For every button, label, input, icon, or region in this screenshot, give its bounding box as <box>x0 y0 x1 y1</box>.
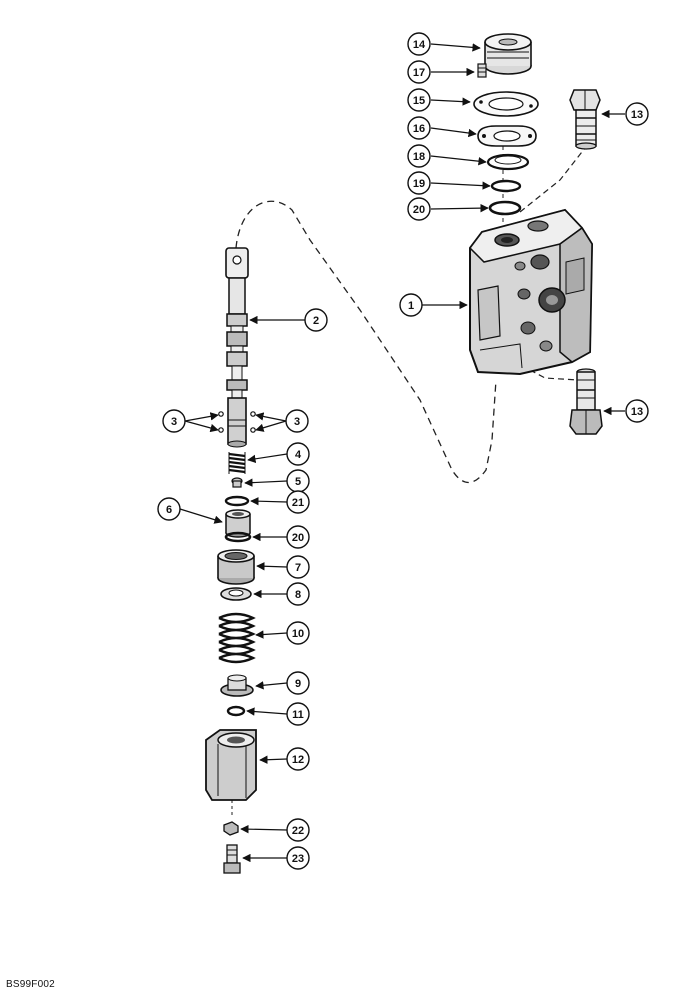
callout-23: 23 <box>286 846 310 870</box>
callout-22-label: 22 <box>292 825 304 837</box>
part-10-spring <box>218 612 256 664</box>
callout-6-label: 6 <box>166 504 172 516</box>
callout-10: 10 <box>286 621 310 645</box>
dashed-assembly-line <box>235 200 497 484</box>
callout-13-upper: 13 <box>625 102 649 126</box>
part-2-spool <box>225 247 249 448</box>
callout-15-label: 15 <box>413 95 425 107</box>
callout-12-label: 12 <box>292 754 304 766</box>
callout-20-lower: 20 <box>286 525 310 549</box>
callout-5-label: 5 <box>295 476 301 488</box>
callout-14: 14 <box>407 32 431 56</box>
callout-3-left: 3 <box>162 409 186 433</box>
callout-2-label: 2 <box>313 315 319 327</box>
callout-17-label: 17 <box>413 67 425 79</box>
callout-23-label: 23 <box>292 853 304 865</box>
callout-3-right-label: 3 <box>294 416 300 428</box>
part-7-housing-ring <box>217 549 255 585</box>
callout-18: 18 <box>407 144 431 168</box>
part-4-spring <box>228 452 246 474</box>
part-8-washer <box>220 587 252 601</box>
part-22-nut <box>223 821 239 836</box>
dashed-line-upper-bolt <box>519 147 586 213</box>
callout-12: 12 <box>286 747 310 771</box>
callout-20-lower-label: 20 <box>292 532 304 544</box>
figure-id: BS99F002 <box>6 979 55 990</box>
part-20-seal-ring <box>488 200 522 216</box>
callout-20-upper-label: 20 <box>413 204 425 216</box>
callout-1: 1 <box>399 293 423 317</box>
callout-13-lower: 13 <box>625 399 649 423</box>
part-5-plunger <box>231 477 243 488</box>
part-13-relief-valve-upper <box>569 89 601 150</box>
callout-11: 11 <box>286 702 310 726</box>
callout-8: 8 <box>286 582 310 606</box>
callout-7-label: 7 <box>295 562 301 574</box>
callout-19: 19 <box>407 171 431 195</box>
callout-13-lower-label: 13 <box>631 406 643 418</box>
callout-16-label: 16 <box>413 123 425 135</box>
part-21-o-ring <box>224 495 250 507</box>
callout-21-label: 21 <box>292 497 304 509</box>
callout-22: 22 <box>286 818 310 842</box>
callout-15: 15 <box>407 88 431 112</box>
callout-13-upper-label: 13 <box>631 109 643 121</box>
callout-16: 16 <box>407 116 431 140</box>
part-16-flange-plate <box>477 125 537 147</box>
callout-20-upper: 20 <box>407 197 431 221</box>
callout-11-label: 11 <box>292 709 304 721</box>
callout-14-label: 14 <box>413 39 426 51</box>
callout-6: 6 <box>157 497 181 521</box>
callout-21: 21 <box>286 490 310 514</box>
callout-5: 5 <box>286 469 310 493</box>
leader-lines <box>179 43 625 863</box>
callout-19-label: 19 <box>413 178 425 190</box>
part-19-seal-ring <box>490 179 522 193</box>
callout-18-label: 18 <box>413 151 425 163</box>
callout-3-right: 3 <box>285 409 309 433</box>
part-1-valve-section <box>469 208 594 376</box>
callout-1-label: 1 <box>408 300 414 312</box>
callout-2: 2 <box>304 308 328 332</box>
part-13-relief-valve-lower <box>569 368 603 435</box>
callout-7: 7 <box>286 555 310 579</box>
part-17-screw <box>477 63 487 78</box>
callout-9-label: 9 <box>295 678 301 690</box>
dashed-line-lower-bolt <box>529 369 579 381</box>
part-18-ring <box>486 153 530 171</box>
callout-3-left-label: 3 <box>171 416 177 428</box>
callout-10-label: 10 <box>292 628 304 640</box>
callout-8-label: 8 <box>295 589 301 601</box>
part-15-gasket-plate <box>473 91 539 117</box>
part-12-cap <box>205 729 257 801</box>
part-11-o-ring <box>226 705 246 717</box>
callout-4: 4 <box>286 442 310 466</box>
part-9-spring-seat <box>220 674 254 697</box>
callout-4-label: 4 <box>295 449 302 461</box>
callout-9: 9 <box>286 671 310 695</box>
part-14-cover-cap <box>484 33 532 75</box>
part-23-screw <box>223 844 241 874</box>
callout-17: 17 <box>407 60 431 84</box>
part-20-seal-ring-lower <box>224 531 252 543</box>
